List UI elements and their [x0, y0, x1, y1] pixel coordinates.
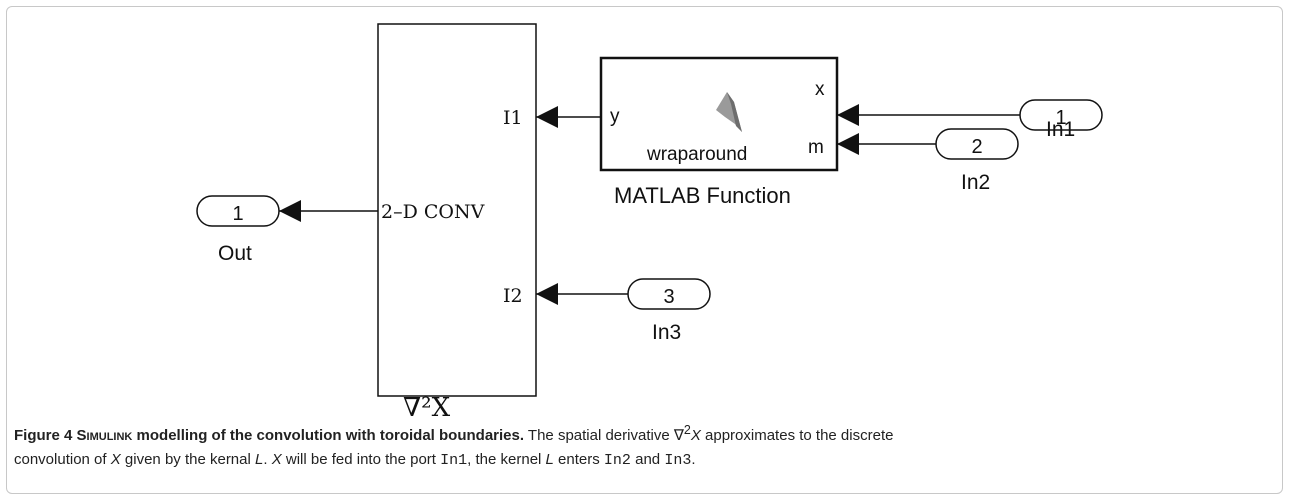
- inport-in3-label: In3: [652, 321, 681, 344]
- simulink-diagram: 2–D CONV I1 I2 ∇²X y x m wraparound MATL…: [196, 23, 1103, 420]
- caption-var-l: L: [545, 451, 554, 468]
- caption-text: given by the kernal: [120, 451, 255, 468]
- caption-code-in3: In3: [664, 452, 692, 469]
- matlab-port-y: y: [610, 106, 620, 127]
- caption-var-x: X: [690, 427, 701, 444]
- conv-block-caption: ∇²X: [403, 393, 451, 420]
- matlab-port-m: m: [808, 137, 824, 158]
- caption-title: modelling of the convolution with toroid…: [132, 427, 525, 444]
- matlab-port-x: x: [815, 79, 825, 100]
- outport-out-label: Out: [218, 242, 252, 265]
- caption-text: , the kernel: [467, 451, 546, 468]
- matlab-block-caption: MATLAB Function: [614, 183, 791, 208]
- caption-title-simulink: Simulink: [76, 427, 133, 444]
- figure-label: Figure 4: [14, 427, 73, 444]
- inport-in3[interactable]: 3: [627, 278, 711, 310]
- caption-text: convolution of: [14, 451, 111, 468]
- conv-block-label: 2–D CONV: [381, 201, 485, 223]
- caption-var-l: L: [255, 451, 264, 468]
- matlab-function-name: wraparound: [646, 144, 747, 165]
- inport-in1-number: 1: [1055, 107, 1066, 129]
- outport-out-number: 1: [232, 203, 243, 225]
- conv-block[interactable]: 2–D CONV I1 I2: [377, 23, 537, 397]
- caption-code-in2: In2: [603, 452, 631, 469]
- caption-superscript: 2: [683, 423, 691, 437]
- figure-caption: Figure 4 Simulink modelling of the convo…: [14, 418, 1264, 473]
- inport-in1-label: In1: [1046, 118, 1075, 141]
- inport-in3-number: 3: [663, 286, 674, 308]
- inport-in2-label: In2: [961, 171, 990, 194]
- inport-in2[interactable]: 2: [935, 128, 1019, 160]
- caption-text: will be fed into the port: [281, 451, 441, 468]
- caption-text: .: [691, 451, 696, 468]
- inport-in2-number: 2: [971, 136, 982, 158]
- matlab-function-block[interactable]: y x m wraparound: [599, 56, 839, 172]
- caption-text: enters: [553, 451, 604, 468]
- caption-var-x: X: [110, 451, 121, 468]
- conv-port-i1: I1: [503, 107, 523, 129]
- caption-text: The spatial derivative: [524, 427, 674, 444]
- caption-code-in1: In1: [440, 452, 468, 469]
- matlab-logo-icon: [716, 92, 742, 132]
- caption-var-x: X: [271, 451, 282, 468]
- outport-out[interactable]: 1: [196, 195, 280, 227]
- caption-text: and: [630, 451, 665, 468]
- conv-port-i2: I2: [503, 285, 523, 307]
- caption-nabla: ∇: [673, 427, 684, 444]
- caption-text: approximates to the discrete: [700, 427, 894, 444]
- caption-text: .: [263, 451, 272, 468]
